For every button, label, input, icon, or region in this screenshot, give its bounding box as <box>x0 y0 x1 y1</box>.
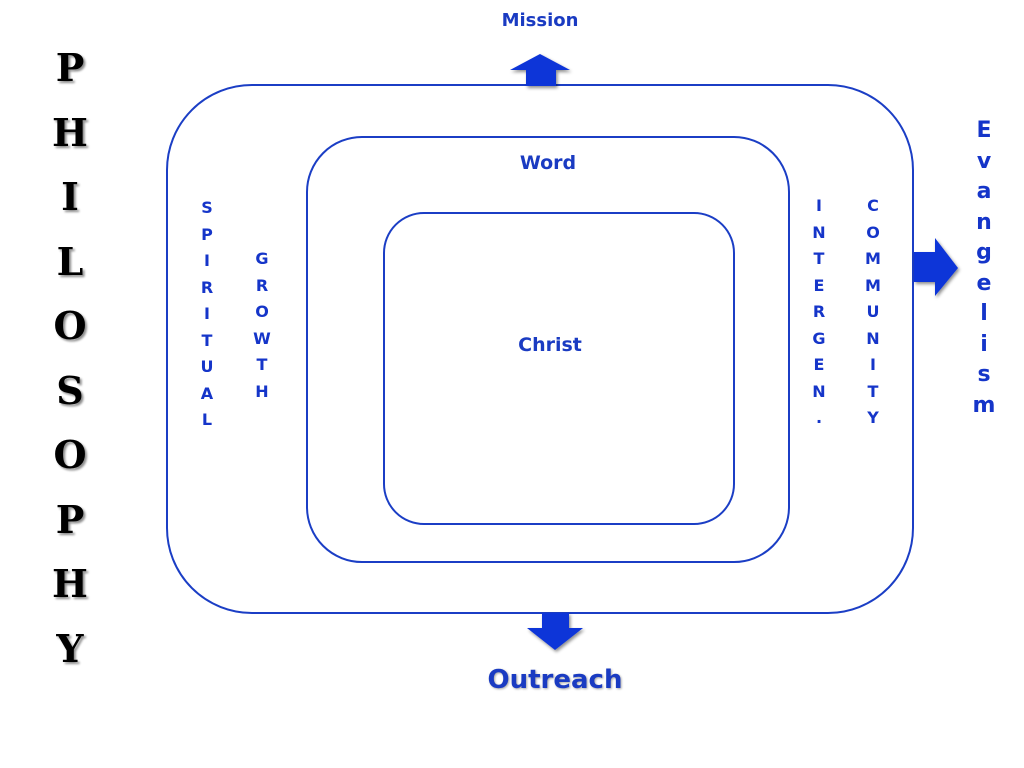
evangelism-letter: n <box>976 209 992 235</box>
community-column: C O M M U N I T Y <box>860 193 886 432</box>
growth-column: G R O W T H <box>249 246 275 405</box>
down-arrow <box>527 613 583 650</box>
evangelism-letter: g <box>976 240 992 265</box>
spiritual-letter: A <box>200 383 214 403</box>
growth-letter: R <box>255 275 269 295</box>
evangelism-letter: s <box>977 362 991 387</box>
right-arrow <box>914 238 958 296</box>
intergen-letter: I <box>816 196 822 215</box>
spiritual-letter: I <box>204 304 210 323</box>
outreach-label: Outreach <box>487 665 623 695</box>
title-letter: P <box>55 45 85 90</box>
spiritual-letter: I <box>204 251 210 270</box>
christ-box <box>383 212 735 525</box>
community-letter: C <box>867 196 879 215</box>
evangelism-column: E v a n g e l i s m <box>962 116 1006 421</box>
growth-letter: O <box>255 302 269 321</box>
mission-label: Mission <box>501 10 579 31</box>
spiritual-column: S P I R I T U A L <box>194 195 220 434</box>
community-letter: N <box>866 328 880 348</box>
intergen-column: I N T E R G E N . <box>806 193 832 432</box>
community-letter: U <box>866 302 880 321</box>
community-letter: M <box>865 275 881 295</box>
title-letter: I <box>61 174 79 219</box>
spiritual-letter: U <box>200 357 214 376</box>
word-box <box>306 136 790 563</box>
spiritual-letter: P <box>201 224 213 244</box>
evangelism-letter: E <box>976 118 992 143</box>
title-letter: O <box>53 432 87 477</box>
spiritual-letter: S <box>201 198 213 217</box>
spiritual-letter: L <box>201 410 213 429</box>
title-letter: H <box>52 109 88 155</box>
intergen-letter: N <box>812 222 826 242</box>
title-letter: O <box>53 303 87 348</box>
spiritual-letter: R <box>200 277 214 297</box>
up-arrow <box>510 54 570 86</box>
title-letter: Y <box>56 625 84 671</box>
intergen-letter: . <box>815 408 823 427</box>
title-letter: S <box>56 367 84 413</box>
evangelism-letter: v <box>976 148 992 174</box>
word-label: Word <box>519 152 577 174</box>
intergen-letter: G <box>812 328 826 348</box>
intergen-letter: R <box>812 302 826 321</box>
growth-letter: G <box>255 249 269 268</box>
evangelism-letter: a <box>976 179 992 204</box>
intergen-letter: E <box>813 355 825 374</box>
community-letter: Y <box>867 408 879 427</box>
intergen-letter: E <box>813 275 825 295</box>
title-letter: L <box>56 238 84 284</box>
spiritual-letter: T <box>201 330 213 350</box>
community-letter: I <box>870 355 876 374</box>
title-letter: P <box>55 496 85 542</box>
intergen-letter: T <box>813 249 825 268</box>
evangelism-letter: e <box>976 270 992 296</box>
philosophy-vertical-title: P H I L O S O P H Y <box>40 36 100 681</box>
community-letter: M <box>865 249 881 268</box>
community-letter: O <box>866 222 880 242</box>
growth-letter: H <box>255 381 269 401</box>
evangelism-letter: i <box>980 331 988 357</box>
growth-letter: T <box>256 355 268 374</box>
intergen-letter: N <box>812 381 826 401</box>
community-letter: T <box>867 381 879 401</box>
evangelism-letter: l <box>980 301 988 326</box>
title-letter: H <box>52 561 88 606</box>
christ-label: Christ <box>518 334 582 356</box>
evangelism-letter: m <box>972 392 996 418</box>
growth-letter: W <box>253 328 271 348</box>
